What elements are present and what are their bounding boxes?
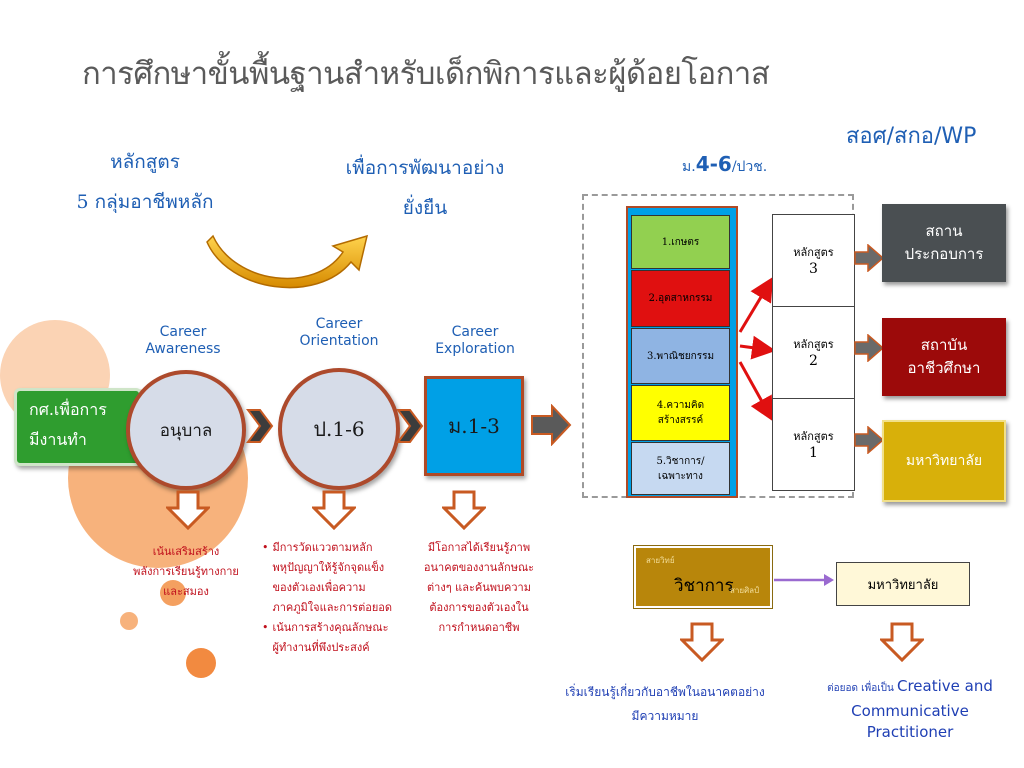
career-orientation-label: Career Orientation bbox=[299, 316, 379, 349]
level-label: ม.4-6/ปวช. bbox=[682, 152, 767, 178]
destination-workplace: สถานประกอบการ bbox=[882, 204, 1006, 282]
note-primary: •มีการวัดแววตามหลัก พหุปัญญาให้รู้จักจุด… bbox=[262, 538, 422, 658]
arrow-down-icon bbox=[680, 622, 724, 662]
note-primary-bullet-2: •เน้นการสร้างคุณลักษณะ ผู้ทำงานที่พึงประ… bbox=[262, 621, 389, 654]
curriculum-line2: 5 กลุ่มอาชีพหลัก bbox=[76, 191, 214, 213]
level-prefix: ม. bbox=[682, 159, 696, 175]
chevron-right-icon bbox=[396, 409, 424, 443]
bottom-right-line2: Communicative bbox=[851, 702, 969, 720]
note-primary-bullet-1: •มีการวัดแววตามหลัก พหุปัญญาให้รู้จักจุด… bbox=[262, 541, 393, 614]
primary-circle: ป.1-6 bbox=[278, 368, 400, 490]
note-secondary: มีโอกาสได้เรียนรู้ภาพ อนาคตของงานลักษณะ … bbox=[423, 541, 535, 634]
arrow-down-icon bbox=[166, 490, 210, 530]
bottom-right-text: ต่อยอด เพื่อเป็น Creative and Communicat… bbox=[800, 676, 1020, 741]
bottom-left-text: เริ่มเรียนรู้เกี่ยวกับอาชีพในอนาคตอย่าง … bbox=[565, 685, 765, 723]
decor-circle-dot-3 bbox=[120, 612, 138, 630]
subject-creative: 4.ความคิด สร้างสรรค์ bbox=[631, 385, 730, 441]
career-exploration-label: Career Exploration bbox=[435, 324, 515, 357]
green-box: กศ.เพื่อการ มีงานทำ bbox=[14, 388, 142, 466]
decor-circle-dot-1 bbox=[160, 580, 186, 606]
level-suffix: /ปวช. bbox=[731, 159, 768, 175]
green-box-line1: กศ.เพื่อการ bbox=[29, 400, 107, 419]
sustainable-heading: เพื่อการพัฒนาอย่าง ยั่งยืน bbox=[300, 148, 550, 228]
subject-commerce: 3.พาณิชยกรรม bbox=[631, 328, 730, 384]
subject-agriculture: 1.เกษตร bbox=[631, 215, 730, 269]
red-arrows bbox=[738, 276, 776, 422]
secondary-box: ม.1-3 bbox=[424, 376, 524, 476]
arrow-right-icon bbox=[854, 244, 884, 272]
sustainable-line1: เพื่อการพัฒนาอย่าง bbox=[345, 157, 505, 179]
arrow-right-icon bbox=[854, 426, 884, 454]
subject-industry: 2.อุตสาหกรรม bbox=[631, 270, 730, 327]
academic-main: วิชาการ bbox=[674, 576, 734, 596]
career-awareness-label: Career Awareness bbox=[145, 324, 221, 357]
destinations-column: สถานประกอบการ สถาบันอาชีวศึกษา มหาวิทยาล… bbox=[882, 204, 1008, 504]
academic-small-right: สายศิลป์ bbox=[730, 586, 760, 595]
level-main: 4-6 bbox=[695, 152, 732, 176]
kindergarten-label: อนุบาล bbox=[159, 420, 213, 441]
bottom-right-prefix: ต่อยอด เพื่อเป็น bbox=[827, 683, 897, 694]
arrow-right-icon bbox=[854, 334, 884, 362]
curriculum-line1: หลักสูตร bbox=[110, 151, 180, 173]
arrow-down-icon bbox=[312, 490, 356, 530]
decor-circle-dot-2 bbox=[186, 648, 216, 678]
university-box: มหาวิทยาลัย bbox=[836, 562, 970, 606]
bottom-right-line1: ต่อยอด เพื่อเป็น Creative and bbox=[827, 677, 993, 695]
kindergarten-circle: อนุบาล bbox=[126, 370, 246, 490]
sustainable-line2: ยั่งยืน bbox=[402, 197, 448, 219]
destination-vocational-institute: สถาบันอาชีวศึกษา bbox=[882, 318, 1006, 396]
academic-small-left: สายวิทย์ bbox=[646, 556, 675, 565]
subject-academic: 5.วิชาการ/ เฉพาะทาง bbox=[631, 442, 730, 495]
chevron-right-icon bbox=[246, 409, 274, 443]
red-arrow-icon bbox=[739, 335, 776, 360]
curriculum-heading: หลักสูตร 5 กลุ่มอาชีพหลัก bbox=[40, 142, 250, 222]
academic-box: สายวิทย์ วิชาการ สายศิลป์ bbox=[633, 545, 773, 609]
subjects-column: 1.เกษตร 2.อุตสาหกรรม 3.พาณิชยกรรม 4.ความ… bbox=[626, 206, 738, 498]
note-kindergarten: เน้นเสริมสร้าง พลังการเรียนรู้ทางกาย และ… bbox=[133, 545, 239, 598]
green-box-line2: มีงานทำ bbox=[29, 430, 87, 449]
page-title: การศึกษาขั้นพื้นฐานสำหรับเด็กพิการและผู้… bbox=[82, 56, 770, 92]
arrow-right-icon bbox=[531, 404, 572, 446]
secondary-label: ม.1-3 bbox=[448, 414, 500, 438]
red-arrow-icon bbox=[738, 361, 773, 422]
bottom-right-line3: Practitioner bbox=[866, 723, 954, 741]
red-arrow-icon bbox=[738, 276, 774, 333]
curved-arrow-icon bbox=[206, 234, 369, 289]
arrow-down-icon bbox=[442, 490, 486, 530]
destination-university: มหาวิทยาลัย bbox=[882, 420, 1006, 502]
purple-arrow-icon bbox=[774, 574, 834, 586]
org-label: สอศ/สกอ/WP bbox=[846, 124, 977, 149]
primary-label: ป.1-6 bbox=[313, 417, 365, 441]
arrow-down-icon bbox=[880, 622, 924, 662]
